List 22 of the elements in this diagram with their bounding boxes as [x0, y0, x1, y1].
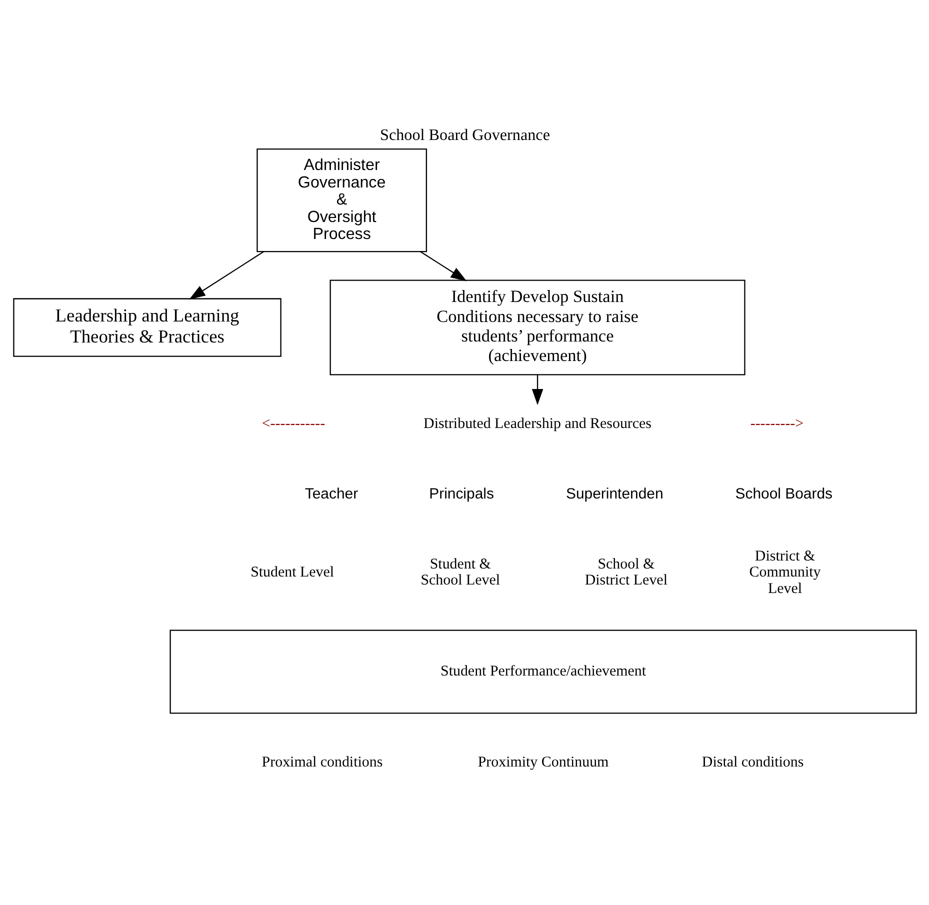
label: Superintenden — [566, 484, 663, 502]
label: District & Community Level — [748, 548, 820, 596]
arrow — [420, 250, 466, 281]
node-box: Administer Governance & Oversight Process — [256, 148, 426, 252]
label: School Boards — [734, 484, 832, 502]
label: School & District Level — [584, 556, 667, 588]
label: <----------- — [261, 416, 325, 432]
arrow — [188, 250, 264, 299]
node-box: Student Performance/achievement — [169, 629, 916, 714]
label: Proximity Continuum — [477, 754, 608, 770]
label: Distal conditions — [701, 754, 804, 770]
diagram-title: School Board Governance — [380, 126, 550, 144]
node-box: Leadership and Learning Theories & Practices — [12, 298, 281, 356]
label: Student Level — [250, 564, 334, 580]
node-text: Distributed Leadership and Resources — [423, 416, 652, 432]
label: Student & School Level — [420, 556, 500, 588]
label: Proximal conditions — [261, 754, 382, 770]
label: Teacher — [304, 484, 358, 502]
arrow — [531, 374, 543, 405]
label: ---------> — [750, 416, 804, 432]
label: Principals — [428, 484, 494, 502]
node-box: Identify Develop Sustain Conditions necessary to raise students’ performance (achievement) — [329, 279, 745, 375]
